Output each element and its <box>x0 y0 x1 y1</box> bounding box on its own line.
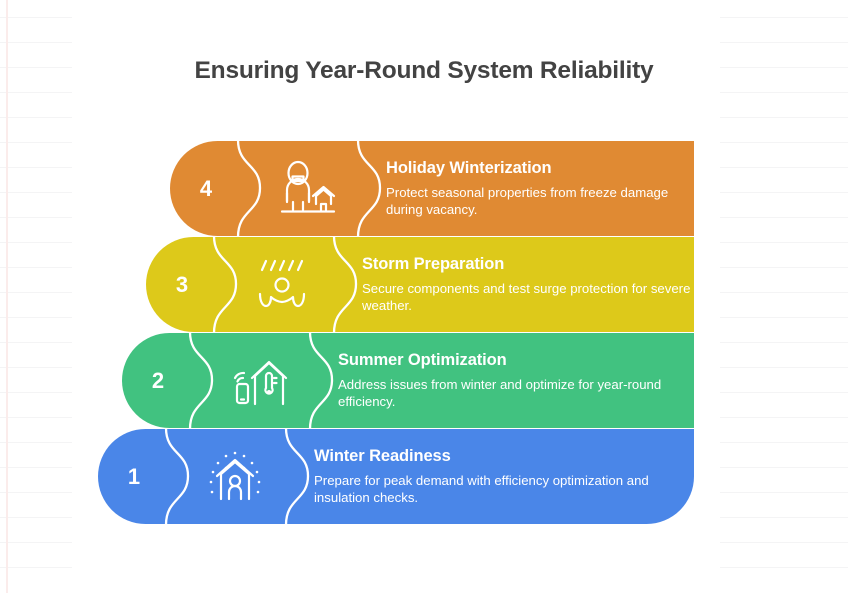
step-row-1[interactable]: 1 <box>98 428 694 525</box>
step-description-2: Address issues from winter and optimize … <box>338 376 662 409</box>
step-number-3: 3 <box>175 271 189 297</box>
step-icon-3 <box>238 237 328 332</box>
step-description-3: Secure components and test surge protect… <box>362 280 691 313</box>
step-description-1: Prepare for peak demand with efficiency … <box>314 472 649 505</box>
step-text-1: Winter Readiness Prepare for peak demand… <box>314 429 672 524</box>
step-row-3-background <box>146 237 694 332</box>
step-text-2: Summer Optimization Address issues from … <box>338 333 670 428</box>
step-title-2: Summer Optimization <box>338 350 507 369</box>
step-row-2[interactable]: 2 <box>122 332 694 429</box>
step-row-4[interactable]: 4 <box>170 140 694 237</box>
step-icon-4 <box>262 141 352 236</box>
step-icon-2 <box>214 333 304 428</box>
step-row-1-background <box>98 429 694 524</box>
step-icon-1 <box>190 429 280 524</box>
step-row-3[interactable]: 3 Sto <box>146 236 694 333</box>
step-title-3: Storm Preparation <box>362 254 505 273</box>
step-title-4: Holiday Winterization <box>386 158 552 177</box>
page-title: Ensuring Year-Round System Reliability <box>194 57 654 84</box>
step-number-4: 4 <box>199 175 213 201</box>
step-text-3: Storm Preparation Secure components and … <box>362 237 692 332</box>
paper-margin-rule-line <box>6 0 8 593</box>
step-title-1: Winter Readiness <box>314 446 451 465</box>
step-number-1: 1 <box>127 463 141 489</box>
step-description-4: Protect seasonal properties from freeze … <box>386 184 669 217</box>
step-text-4: Holiday Winterization Protect seasonal p… <box>386 141 686 236</box>
step-number-2: 2 <box>151 367 165 393</box>
step-row-2-background <box>122 333 694 428</box>
